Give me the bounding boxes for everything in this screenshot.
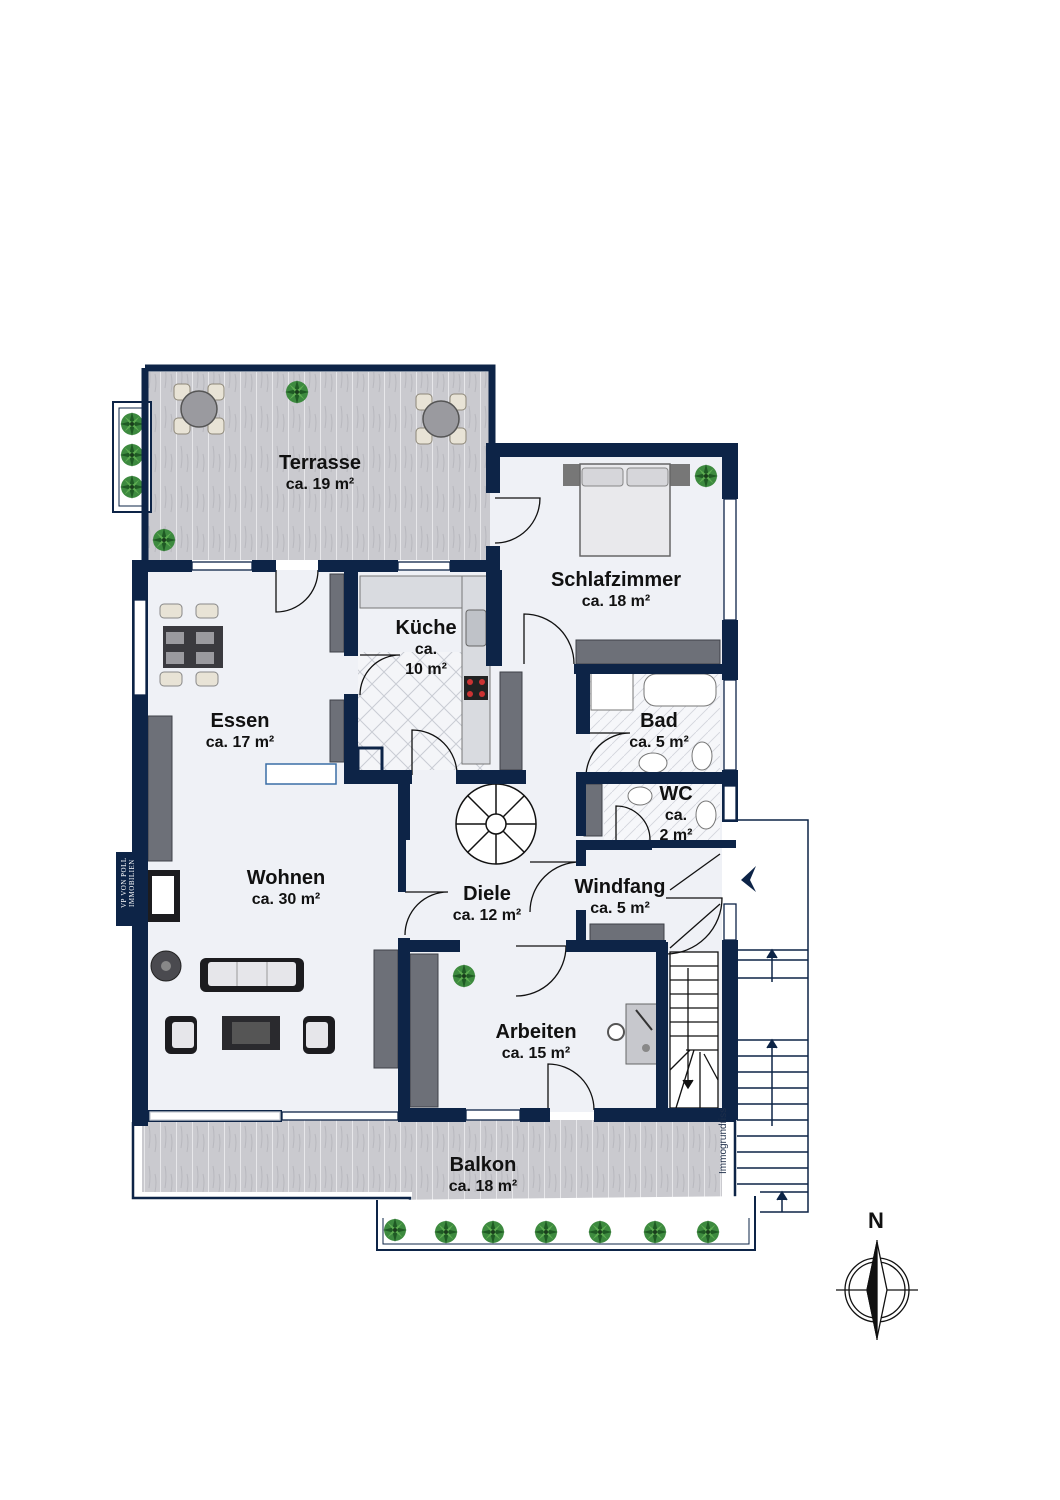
sideboard [265,763,337,785]
windows [133,498,737,1121]
terrasse-table-1 [173,383,225,435]
office-desk [607,1003,659,1065]
living-furniture [150,950,335,1054]
entrance-arrow-icon [741,866,756,892]
terrasse-table-2 [415,393,467,445]
interior-stairs [669,951,719,1109]
bath-fixtures [590,671,717,830]
spiral-stair-icon [455,783,537,865]
doors [275,497,723,1111]
bed [563,463,690,557]
dining-table [159,603,223,687]
fireplace [148,870,180,922]
kitchen-counters [359,575,491,765]
planter-balkon [376,1196,756,1251]
cabinets [147,573,721,1108]
compass-icon [836,1240,918,1340]
exterior-stairs [735,819,809,1213]
balkon-deck [142,1120,722,1192]
